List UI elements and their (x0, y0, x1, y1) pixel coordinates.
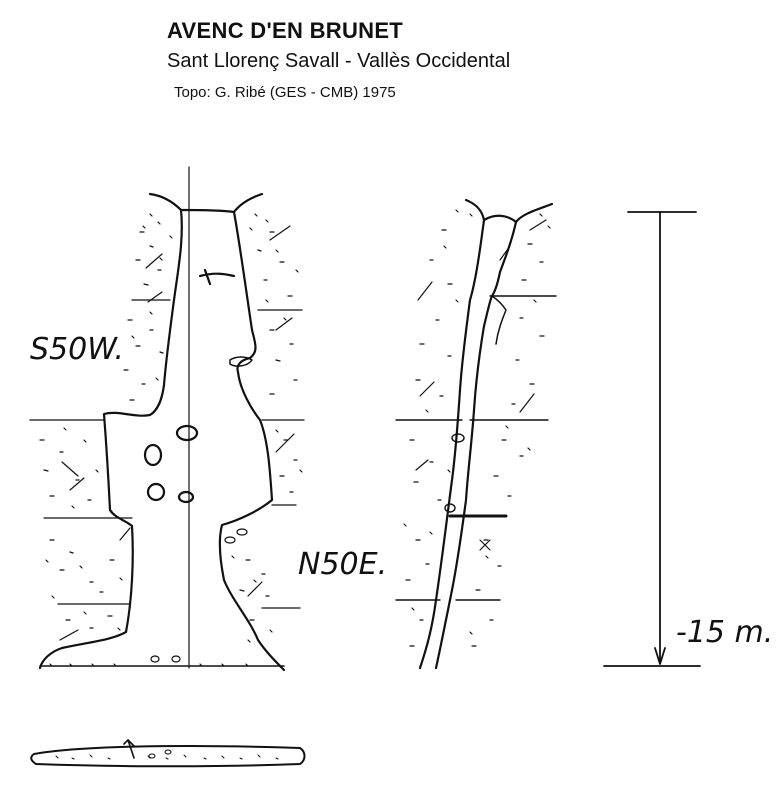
shaft-fissure (491, 295, 507, 345)
cross-section-profile (395, 198, 557, 670)
cave-title: AVENC D'EN BRUNET (167, 18, 404, 43)
strata-lines (29, 299, 305, 609)
header: AVENC D'EN BRUNET Sant Llorenç Savall - … (0, 0, 776, 110)
boulder (224, 536, 236, 544)
boulder (175, 424, 199, 442)
boulder (146, 482, 166, 502)
rock-texture (39, 213, 303, 667)
breakdown-rock (203, 268, 212, 286)
shaft-left-wall (418, 198, 486, 670)
shaft-entrance (482, 214, 518, 224)
cave-right-wall (218, 192, 286, 672)
plan-view (30, 739, 306, 768)
cave-left-wall (38, 192, 183, 670)
direction-label-left: S50W. (30, 332, 124, 367)
strata-lines (395, 295, 557, 601)
boulder (143, 443, 163, 467)
boulder (451, 433, 465, 443)
step-outline (229, 356, 253, 367)
breakdown-rock (198, 272, 236, 278)
boulder (171, 655, 181, 663)
boulder (150, 655, 160, 663)
depth-scale (603, 211, 701, 667)
location-subtitle: Sant Llorenç Savall - Vallès Occidental (167, 50, 511, 72)
direction-label-right: N50E. (298, 547, 387, 582)
boulder (177, 490, 195, 504)
depth-scale-label: -15 m. (676, 615, 773, 650)
rock-texture (403, 209, 551, 647)
entrance-ledge (179, 208, 236, 214)
shaft-right-wall (434, 202, 554, 670)
boulder (444, 503, 456, 513)
boulder (236, 528, 248, 536)
plan-texture (55, 749, 279, 760)
main-elevation-section (29, 166, 305, 672)
survey-credit: Topo: G. Ribé (GES - CMB) 1975 (174, 84, 396, 101)
